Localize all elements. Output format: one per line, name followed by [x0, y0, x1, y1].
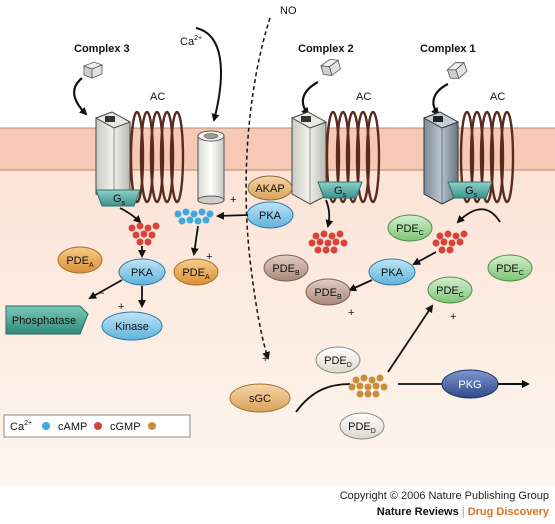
legend-camp-label: cAMP	[58, 421, 87, 433]
signaling-diagram: Complex 3 Complex 2 Complex 1 AC AC AC C…	[0, 5, 555, 486]
pde-d-lower: PDED	[339, 412, 385, 440]
adenylyl-cyclase-complex-2	[325, 110, 381, 204]
journal-separator: |	[461, 506, 465, 518]
plus-sign-channel: +	[230, 194, 236, 206]
journal-section: Drug Discovery	[467, 506, 549, 518]
pka-complex-3: PKA	[118, 258, 166, 286]
svg-text:PDEB: PDEB	[314, 287, 342, 301]
svg-text:PDEC: PDEC	[436, 285, 464, 299]
adenylyl-cyclase-complex-1	[459, 110, 515, 204]
legend-box: Ca2+ cAMP cGMP	[3, 414, 191, 438]
svg-text:PKA: PKA	[381, 267, 404, 279]
receptor-complex-1	[422, 111, 460, 205]
journal-name: Nature Reviews	[376, 506, 459, 518]
svg-text:Gs: Gs	[465, 185, 478, 199]
camp-to-pka-center-arrow	[412, 251, 437, 265]
svg-text:PDEB: PDEB	[272, 263, 300, 277]
svg-text:PDEA: PDEA	[66, 255, 94, 269]
pkg-node: PKG	[441, 369, 499, 399]
ca-cluster	[174, 208, 214, 225]
legend-cgmp-swatch	[148, 422, 156, 430]
svg-text:PDEC: PDEC	[496, 263, 524, 277]
pka-complex-2: PKA	[246, 201, 294, 229]
cgmp-to-pde-c-arrow	[387, 304, 434, 373]
plus-sign-pde-c: +	[450, 311, 456, 323]
svg-text:PKA: PKA	[259, 210, 282, 222]
complex-2-label: Complex 2	[298, 43, 354, 55]
sgc-to-cgmp-arrow	[295, 383, 351, 413]
pka-to-pde-b-arrow	[348, 279, 373, 292]
ac-label-complex-3: AC	[150, 91, 165, 103]
svg-text:Phosphatase: Phosphatase	[12, 315, 76, 327]
ligand-arrow-complex-2	[301, 81, 319, 116]
complex-1-label: Complex 1	[420, 43, 476, 55]
plus-sign-pde-b: +	[348, 307, 354, 319]
cgmp-cluster	[348, 374, 388, 398]
gs-to-camp-arrow-complex-3	[119, 207, 142, 224]
gs-protein-complex-1: Gs	[447, 181, 493, 199]
ligand-arrow-complex-1	[431, 83, 449, 116]
pka-to-channel-arrow	[216, 211, 249, 220]
camp-cluster-complex-3	[128, 222, 160, 246]
svg-text:PDED: PDED	[324, 355, 352, 369]
ca-to-pde-a-arrow	[190, 225, 199, 256]
svg-text:PDED: PDED	[348, 421, 376, 435]
ligand-cube-complex-3	[82, 61, 104, 79]
akap-anchor: AKAP	[247, 175, 293, 201]
camp-cluster-complex-2	[308, 230, 348, 254]
complex-3-label: Complex 3	[74, 43, 130, 55]
gs-to-camp-arrow-complex-2	[325, 199, 334, 228]
calcium-channel	[197, 130, 225, 205]
no-label: NO	[280, 5, 297, 17]
camp-cluster-complex-1	[432, 230, 468, 254]
plus-sign-sgc: +	[262, 353, 268, 365]
ca-influx-arrow	[195, 27, 222, 122]
ligand-arrow-complex-3	[73, 77, 88, 116]
sgc-node: sGC	[229, 383, 291, 413]
adenylyl-cyclase-complex-3	[129, 110, 185, 204]
svg-text:PKA: PKA	[131, 267, 154, 279]
svg-text:PDEA: PDEA	[182, 267, 210, 281]
svg-text:sGC: sGC	[249, 393, 271, 405]
pka-to-phosphatase-arrow	[88, 279, 123, 299]
legend-ca-swatch	[42, 422, 50, 430]
ligand-cube-complex-1	[446, 61, 468, 79]
gs-protein-complex-3: Gs	[95, 189, 141, 207]
copyright-footer: Copyright © 2006 Nature Publishing Group…	[340, 488, 549, 520]
plus-sign-pde-a: +	[206, 251, 212, 263]
pde-c-lower: PDEC	[427, 276, 473, 304]
journal-line: Nature Reviews | Drug Discovery	[340, 504, 549, 520]
pde-b-upper: PDEB	[263, 254, 309, 282]
gs-protein-complex-2: Gs	[317, 181, 363, 199]
pde-c-upper: PDEC	[387, 214, 433, 242]
ligand-cube-complex-2	[319, 58, 341, 77]
svg-text:Gs: Gs	[113, 193, 126, 207]
phosphatase-node: Phosphatase	[5, 305, 89, 335]
minus-sign-phosphatase: –	[98, 287, 105, 299]
pde-a-right: PDEA	[173, 258, 219, 286]
gs-to-camp-arrow-complex-1	[456, 208, 501, 224]
plus-sign-kinase: +	[118, 301, 124, 313]
svg-text:PDEC: PDEC	[396, 223, 424, 237]
no-diffusion-arrow	[245, 17, 271, 360]
pde-c-right: PDEC	[487, 254, 533, 282]
pde-b-lower: PDEB	[305, 278, 351, 306]
legend-cgmp-label: cGMP	[110, 421, 141, 433]
receptor-complex-3	[94, 111, 132, 205]
svg-text:Gs: Gs	[334, 185, 347, 199]
pka-center: PKA	[368, 258, 416, 286]
pde-a-left: PDEA	[57, 246, 103, 274]
svg-text:PKG: PKG	[458, 379, 481, 391]
ac-label-complex-1: AC	[490, 91, 505, 103]
kinase-node: Kinase	[101, 311, 163, 341]
copyright-text: Copyright © 2006 Nature Publishing Group	[339, 490, 549, 502]
svg-text:Kinase: Kinase	[115, 321, 149, 333]
pde-d-upper: PDED	[315, 346, 361, 374]
ac-label-complex-2: AC	[356, 91, 371, 103]
svg-text:AKAP: AKAP	[255, 183, 284, 195]
legend-ca-label: Ca2+	[10, 420, 32, 433]
ca-label-top: Ca2+	[180, 35, 202, 48]
legend-camp-swatch	[94, 422, 102, 430]
